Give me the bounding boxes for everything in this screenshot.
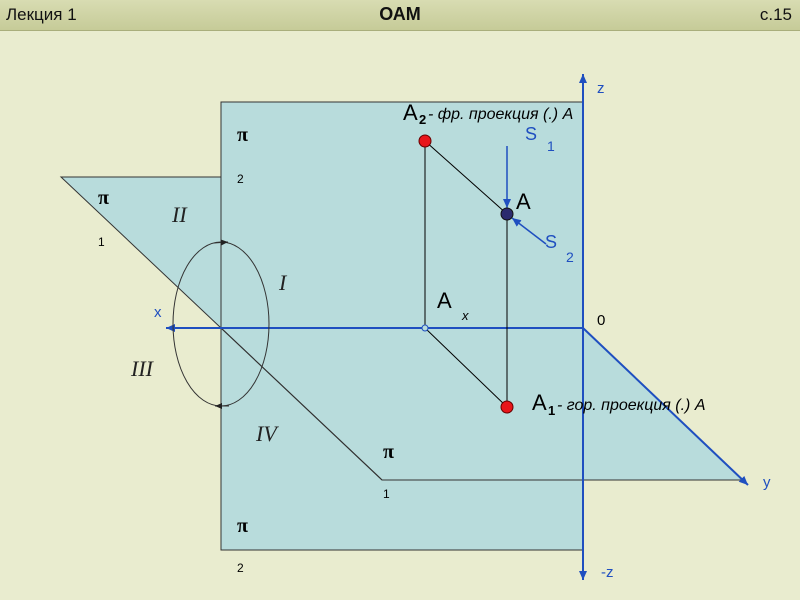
label-a2-desc: - фр. проекция (.) А (428, 106, 573, 123)
lecture-label: Лекция 1 (6, 5, 77, 24)
axis-x-label: x (154, 304, 162, 321)
point-ax (421, 324, 429, 332)
point-a1 (500, 400, 514, 414)
point-a2 (418, 134, 432, 148)
projector-ax-a1 (424, 327, 508, 408)
quadrant-iii: III (130, 356, 155, 381)
label-a2-letter: A (403, 100, 418, 125)
rotation-arrow-1 (213, 239, 229, 246)
slide-title: ОАМ (379, 4, 421, 24)
label-a1-sub: 1 (548, 403, 555, 418)
page-number: с.15 (759, 5, 792, 24)
quadrant-i: I (278, 270, 288, 295)
projector-a2-a (424, 140, 508, 215)
quadrant-iv: IV (255, 421, 279, 446)
label-pi2-upper-sub: 2 (237, 172, 244, 186)
point-a (500, 207, 514, 221)
label-pi2-upper: π (237, 124, 248, 146)
label-ax-letter: A (437, 288, 452, 313)
label-pi2-lower: π (237, 515, 248, 537)
label-pi1-bottom-sub: 1 (383, 487, 390, 501)
label-pi1-left-sub: 1 (98, 235, 105, 249)
label-a1-desc: - гор. проекция (.) А (557, 397, 705, 414)
axis-y-label: y (763, 474, 771, 491)
quadrant-ii: II (171, 202, 188, 227)
label-a1-letter: A (532, 390, 547, 415)
axis-y-line (582, 327, 749, 486)
ray-s2-arrow (511, 217, 547, 245)
label-s1-sub: 1 (547, 138, 555, 154)
label-s1-letter: S (525, 124, 537, 144)
axis-neg-z-label: -z (601, 564, 614, 581)
label-ax-sub: x (461, 308, 469, 323)
slide-header: Лекция 1 ОАМ с.15 (0, 0, 800, 31)
label-s2-letter: S (545, 232, 557, 252)
label-pi1-bottom: π (383, 441, 394, 463)
label-pi1-left: π (98, 187, 109, 209)
label-s2-sub: 2 (566, 249, 574, 265)
label-pi2-lower-sub: 2 (237, 561, 244, 575)
plane-intersection-edge (220, 327, 383, 481)
label-a-letter: A (516, 189, 531, 214)
origin-label: 0 (597, 312, 605, 329)
label-a2-sub: 2 (419, 112, 426, 127)
axis-z-label: z (597, 80, 605, 97)
